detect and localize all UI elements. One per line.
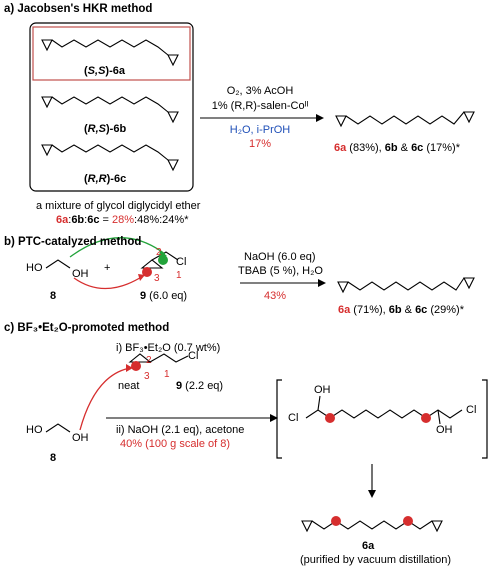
isomer-6b-label: (R,S)-6b <box>84 123 127 135</box>
purification-note: (purified by vacuum distillation) <box>300 554 452 566</box>
product-b <box>337 277 475 294</box>
condition-b1: NaOH (6.0 eq) <box>244 251 316 263</box>
yield-b: 43% <box>264 290 287 302</box>
green-arrow <box>69 237 166 258</box>
molecule-6c <box>41 144 179 172</box>
product-c-label: 6a <box>362 540 375 552</box>
condition-b2: TBAB (5 %), H₂O <box>238 265 323 277</box>
product-carbon-right <box>403 516 413 526</box>
plus-sign: + <box>104 262 111 274</box>
cl-label-c: Cl <box>188 350 199 362</box>
oh-label-c: OH <box>72 432 89 444</box>
atom-1-b: 1 <box>176 270 182 281</box>
step-c2: ii) NaOH (2.1 eq), acetone <box>116 424 245 436</box>
mixture-caption: a mixture of glycol diglycidyl ether <box>36 200 201 212</box>
condition-a3: H₂O, i-PrOH <box>229 124 291 136</box>
atom-2-b: 2 <box>156 247 162 258</box>
epichlorohydrin-b <box>140 251 179 269</box>
red-arrow-c <box>79 367 131 431</box>
isomer-6a-highlight <box>32 26 191 81</box>
oh-label-b: OH <box>72 268 89 280</box>
oh-top-intermediate: OH <box>314 384 331 396</box>
cl-left-intermediate: Cl <box>288 412 299 424</box>
cl-label-b: Cl <box>176 256 187 268</box>
condition-a1: O₂, 3% AcOH <box>226 85 294 97</box>
section-a-title: a) Jacobsen's HKR method <box>4 3 153 15</box>
compound-9-c: 9 (2.2 eq) <box>176 380 224 392</box>
condition-a2: 1% (R,R)-salen-Coᴵᴵ <box>211 100 309 112</box>
product-b-caption: 6a (71%), 6b & 6c (29%)* <box>338 304 464 316</box>
carbon-1-b <box>158 255 168 265</box>
cl-right-intermediate: Cl <box>466 404 477 416</box>
molecule-6a <box>41 39 179 67</box>
product-a <box>335 111 475 128</box>
isomer-6a-label: (S,S)-6a <box>84 65 125 77</box>
intermediate-carbon-left <box>325 413 335 423</box>
neat-label: neat <box>118 380 140 392</box>
compound-8-c: 8 <box>50 452 57 464</box>
ho-label-c: HO <box>26 424 43 436</box>
atom-2-c: 2 <box>146 355 152 366</box>
isomer-box <box>29 22 194 192</box>
compound-8-b: 8 <box>50 290 57 302</box>
molecule-6b <box>41 96 179 124</box>
compound-9-b: 9 (6.0 eq) <box>140 290 188 302</box>
oh-bottom-intermediate: OH <box>436 424 453 436</box>
atom-3-b: 3 <box>154 273 160 284</box>
product-c <box>301 520 443 533</box>
yield-a: 17% <box>248 138 272 150</box>
carbon-3-b <box>142 267 152 277</box>
intermediate-carbon-right <box>421 413 431 423</box>
epichlorohydrin-c <box>128 353 189 363</box>
section-b-title: b) PTC-catalyzed method <box>4 236 142 248</box>
yield-c: 40% (100 g scale of 8) <box>120 438 231 450</box>
product-carbon-left <box>331 516 341 526</box>
ho-label-b: HO <box>26 262 43 274</box>
mixture-ratio: 6a:6b:6c = 28%:48%:24%* <box>56 214 189 226</box>
carbon-3-c <box>131 361 141 371</box>
step-c1: i) BF₃•Et₂O (0.7 wt%) <box>116 342 221 354</box>
section-c-title: c) BF₃•Et₂O-promoted method <box>4 322 170 334</box>
atom-3-c: 3 <box>144 371 150 382</box>
atom-1-c: 1 <box>164 369 170 380</box>
product-a-caption: 6a (83%), 6b & 6c (17%)* <box>334 142 460 154</box>
isomer-6c-label: (R,R)-6c <box>84 173 127 185</box>
red-arrow-b <box>73 275 144 290</box>
